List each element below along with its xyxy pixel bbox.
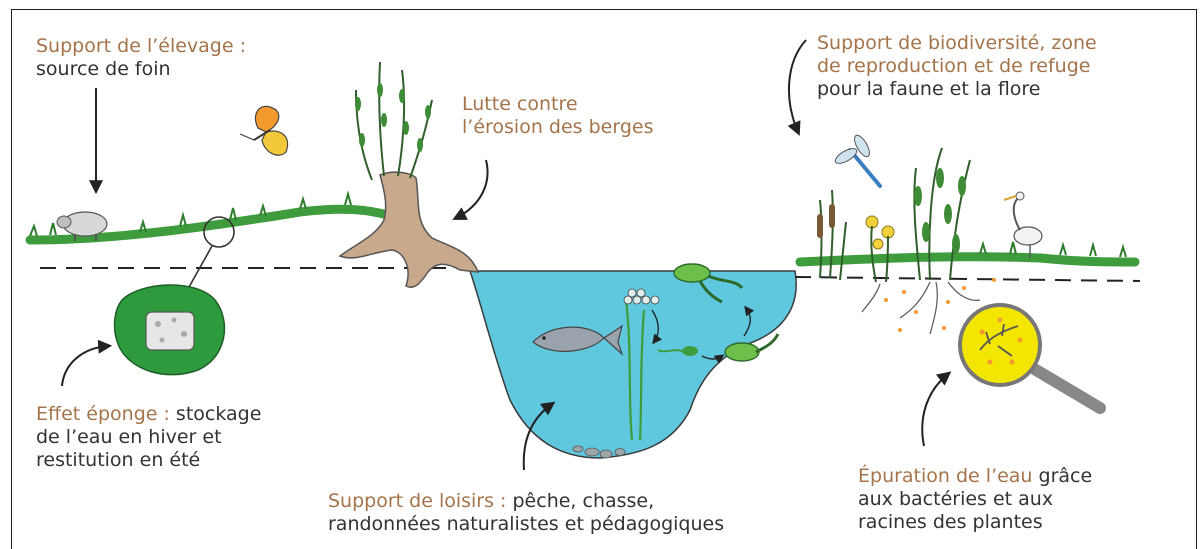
label-loisirs-desc1: pêche, chasse, — [506, 490, 654, 512]
yellow-iris — [866, 216, 894, 282]
label-erosion-line2: l’érosion des berges — [462, 116, 653, 139]
label-eponge-title: Effet éponge : — [36, 403, 170, 425]
label-epuration: Épuration de l’eau grâce aux bactéries e… — [858, 465, 1092, 534]
label-eponge: Effet éponge : stockage de l’eau en hive… — [36, 403, 261, 472]
right-grass — [800, 257, 1135, 262]
label-loisirs: Support de loisirs : pêche, chasse, rand… — [328, 490, 724, 536]
label-epuration-title: Épuration de l’eau — [858, 465, 1032, 487]
label-biodiversite: Support de biodiversité, zone de reprodu… — [817, 32, 1097, 101]
label-epuration-line3: racines des plantes — [858, 511, 1092, 534]
water-table-line-right — [795, 277, 1140, 281]
label-elevage-title: Support de l’élevage : — [36, 35, 246, 58]
label-elevage-desc: source de foin — [36, 58, 246, 81]
tree-stump-icon — [340, 62, 478, 287]
sponge-icon — [115, 285, 225, 375]
label-epuration-desc1: grâce — [1032, 465, 1092, 487]
label-erosion: Lutte contre l’érosion des berges — [462, 93, 653, 139]
magnifier-icon — [960, 305, 1100, 408]
label-erosion-line1: Lutte contre — [462, 93, 653, 116]
label-elevage: Support de l’élevage : source de foin — [36, 35, 246, 81]
plant-roots — [862, 282, 980, 334]
label-eponge-line2: de l’eau en hiver et — [36, 426, 261, 449]
label-biodiversite-line1: Support de biodiversité, zone — [817, 32, 1097, 55]
dragonfly-icon — [833, 133, 880, 186]
label-loisirs-title: Support de loisirs : — [328, 490, 506, 512]
label-biodiversite-line2: de reproduction et de refuge — [817, 55, 1097, 78]
label-epuration-line2: aux bactéries et aux — [858, 488, 1092, 511]
label-eponge-line3: restitution en été — [36, 449, 261, 472]
butterfly-icon — [240, 106, 288, 155]
label-eponge-desc1: stockage — [170, 403, 262, 425]
heron-icon — [1004, 192, 1042, 258]
label-loisirs-line2: randonnées naturalistes et pédagogiques — [328, 513, 724, 536]
label-biodiversite-line3: pour la faune et la flore — [817, 78, 1097, 101]
